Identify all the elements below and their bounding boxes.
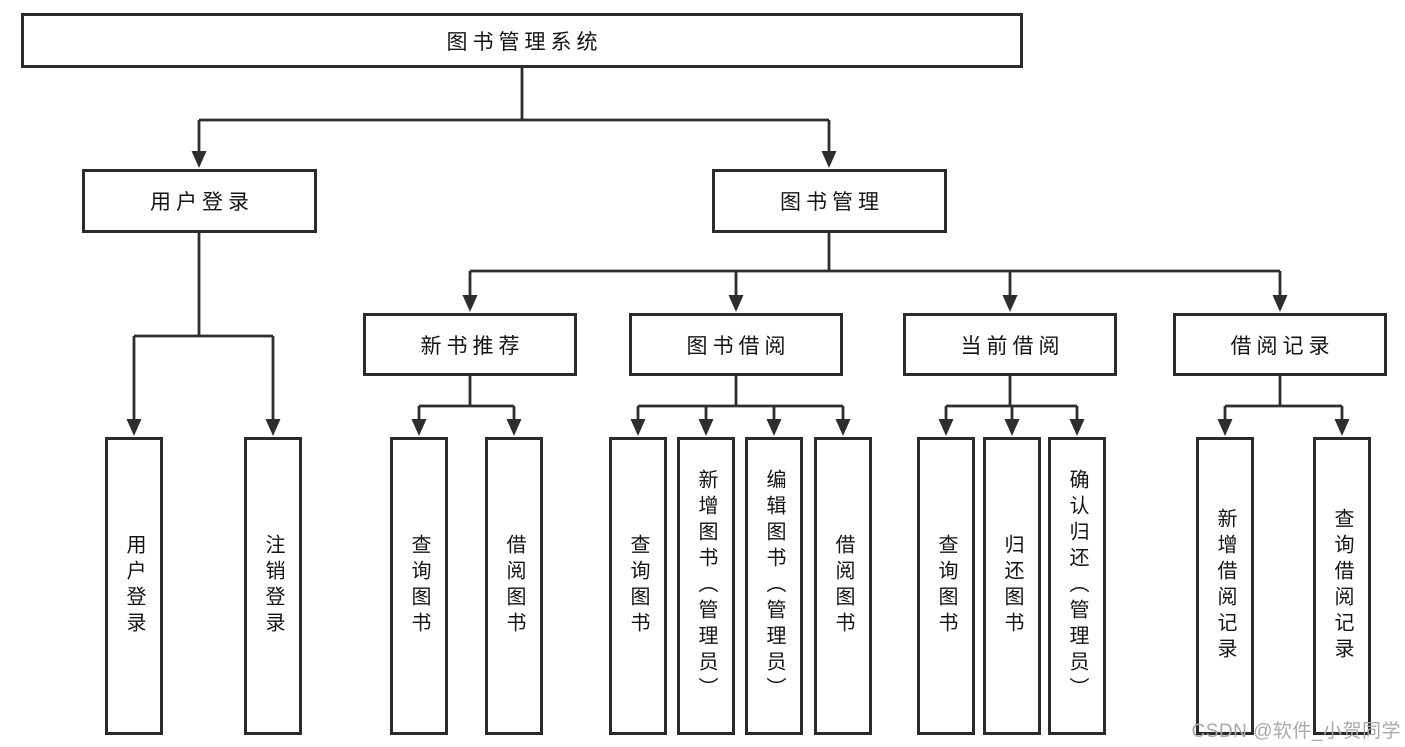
csdn-watermark: CSDN @软件_小贺同学 xyxy=(1191,721,1401,742)
leaf-logout: 注销登录 xyxy=(244,437,302,735)
node-label: 新增借阅记录 xyxy=(1214,508,1236,664)
node-book-management-branch: 图书管理 xyxy=(712,169,947,233)
node-book-borrowing: 图书借阅 xyxy=(629,313,843,376)
node-label: 用户登录 xyxy=(123,534,145,638)
node-label: 图书管理 xyxy=(780,191,884,214)
node-label: 编辑图书（管理员） xyxy=(763,469,785,703)
leaf-bb-query-books: 查询图书 xyxy=(609,437,667,735)
node-label: 用户登录 xyxy=(150,191,254,214)
leaf-cb-confirm-return-admin: 确认归还（管理员） xyxy=(1048,437,1106,735)
leaf-bb-add-books-admin: 新增图书（管理员） xyxy=(677,437,735,735)
node-label: 当前借阅 xyxy=(960,334,1065,358)
leaf-cb-query-books: 查询图书 xyxy=(917,437,975,735)
leaf-cb-return-books: 归还图书 xyxy=(983,437,1041,735)
node-label: 查询图书 xyxy=(935,534,957,638)
node-label: 新书推荐 xyxy=(420,334,525,358)
node-label: 图书管理系统 xyxy=(446,30,603,54)
leaf-br-add-record: 新增借阅记录 xyxy=(1196,437,1254,735)
node-label: 确认归还（管理员） xyxy=(1066,469,1088,703)
node-user-login-branch: 用户登录 xyxy=(82,169,317,233)
leaf-user-login: 用户登录 xyxy=(105,437,163,735)
node-label: 归还图书 xyxy=(1001,534,1023,638)
leaf-br-query-record: 查询借阅记录 xyxy=(1313,437,1371,735)
node-library-management-system: 图书管理系统 xyxy=(21,13,1023,68)
node-label: 注销登录 xyxy=(262,534,284,638)
node-label: 查询图书 xyxy=(408,534,430,638)
node-label: 查询借阅记录 xyxy=(1331,508,1353,664)
leaf-bb-borrow-books: 借阅图书 xyxy=(814,437,872,735)
node-label: 借阅图书 xyxy=(503,534,525,638)
leaf-nbr-query-books: 查询图书 xyxy=(390,437,448,735)
node-label: 新增图书（管理员） xyxy=(695,469,717,703)
node-label: 借阅记录 xyxy=(1230,334,1335,358)
node-label: 借阅图书 xyxy=(832,534,854,638)
node-new-book-recommend: 新书推荐 xyxy=(363,313,577,376)
node-current-borrowing: 当前借阅 xyxy=(903,313,1117,376)
node-borrowing-records: 借阅记录 xyxy=(1173,313,1387,376)
node-label: 图书借阅 xyxy=(686,334,791,358)
node-label: 查询图书 xyxy=(627,534,649,638)
leaf-nbr-borrow-books: 借阅图书 xyxy=(485,437,543,735)
leaf-bb-edit-books-admin: 编辑图书（管理员） xyxy=(745,437,803,735)
